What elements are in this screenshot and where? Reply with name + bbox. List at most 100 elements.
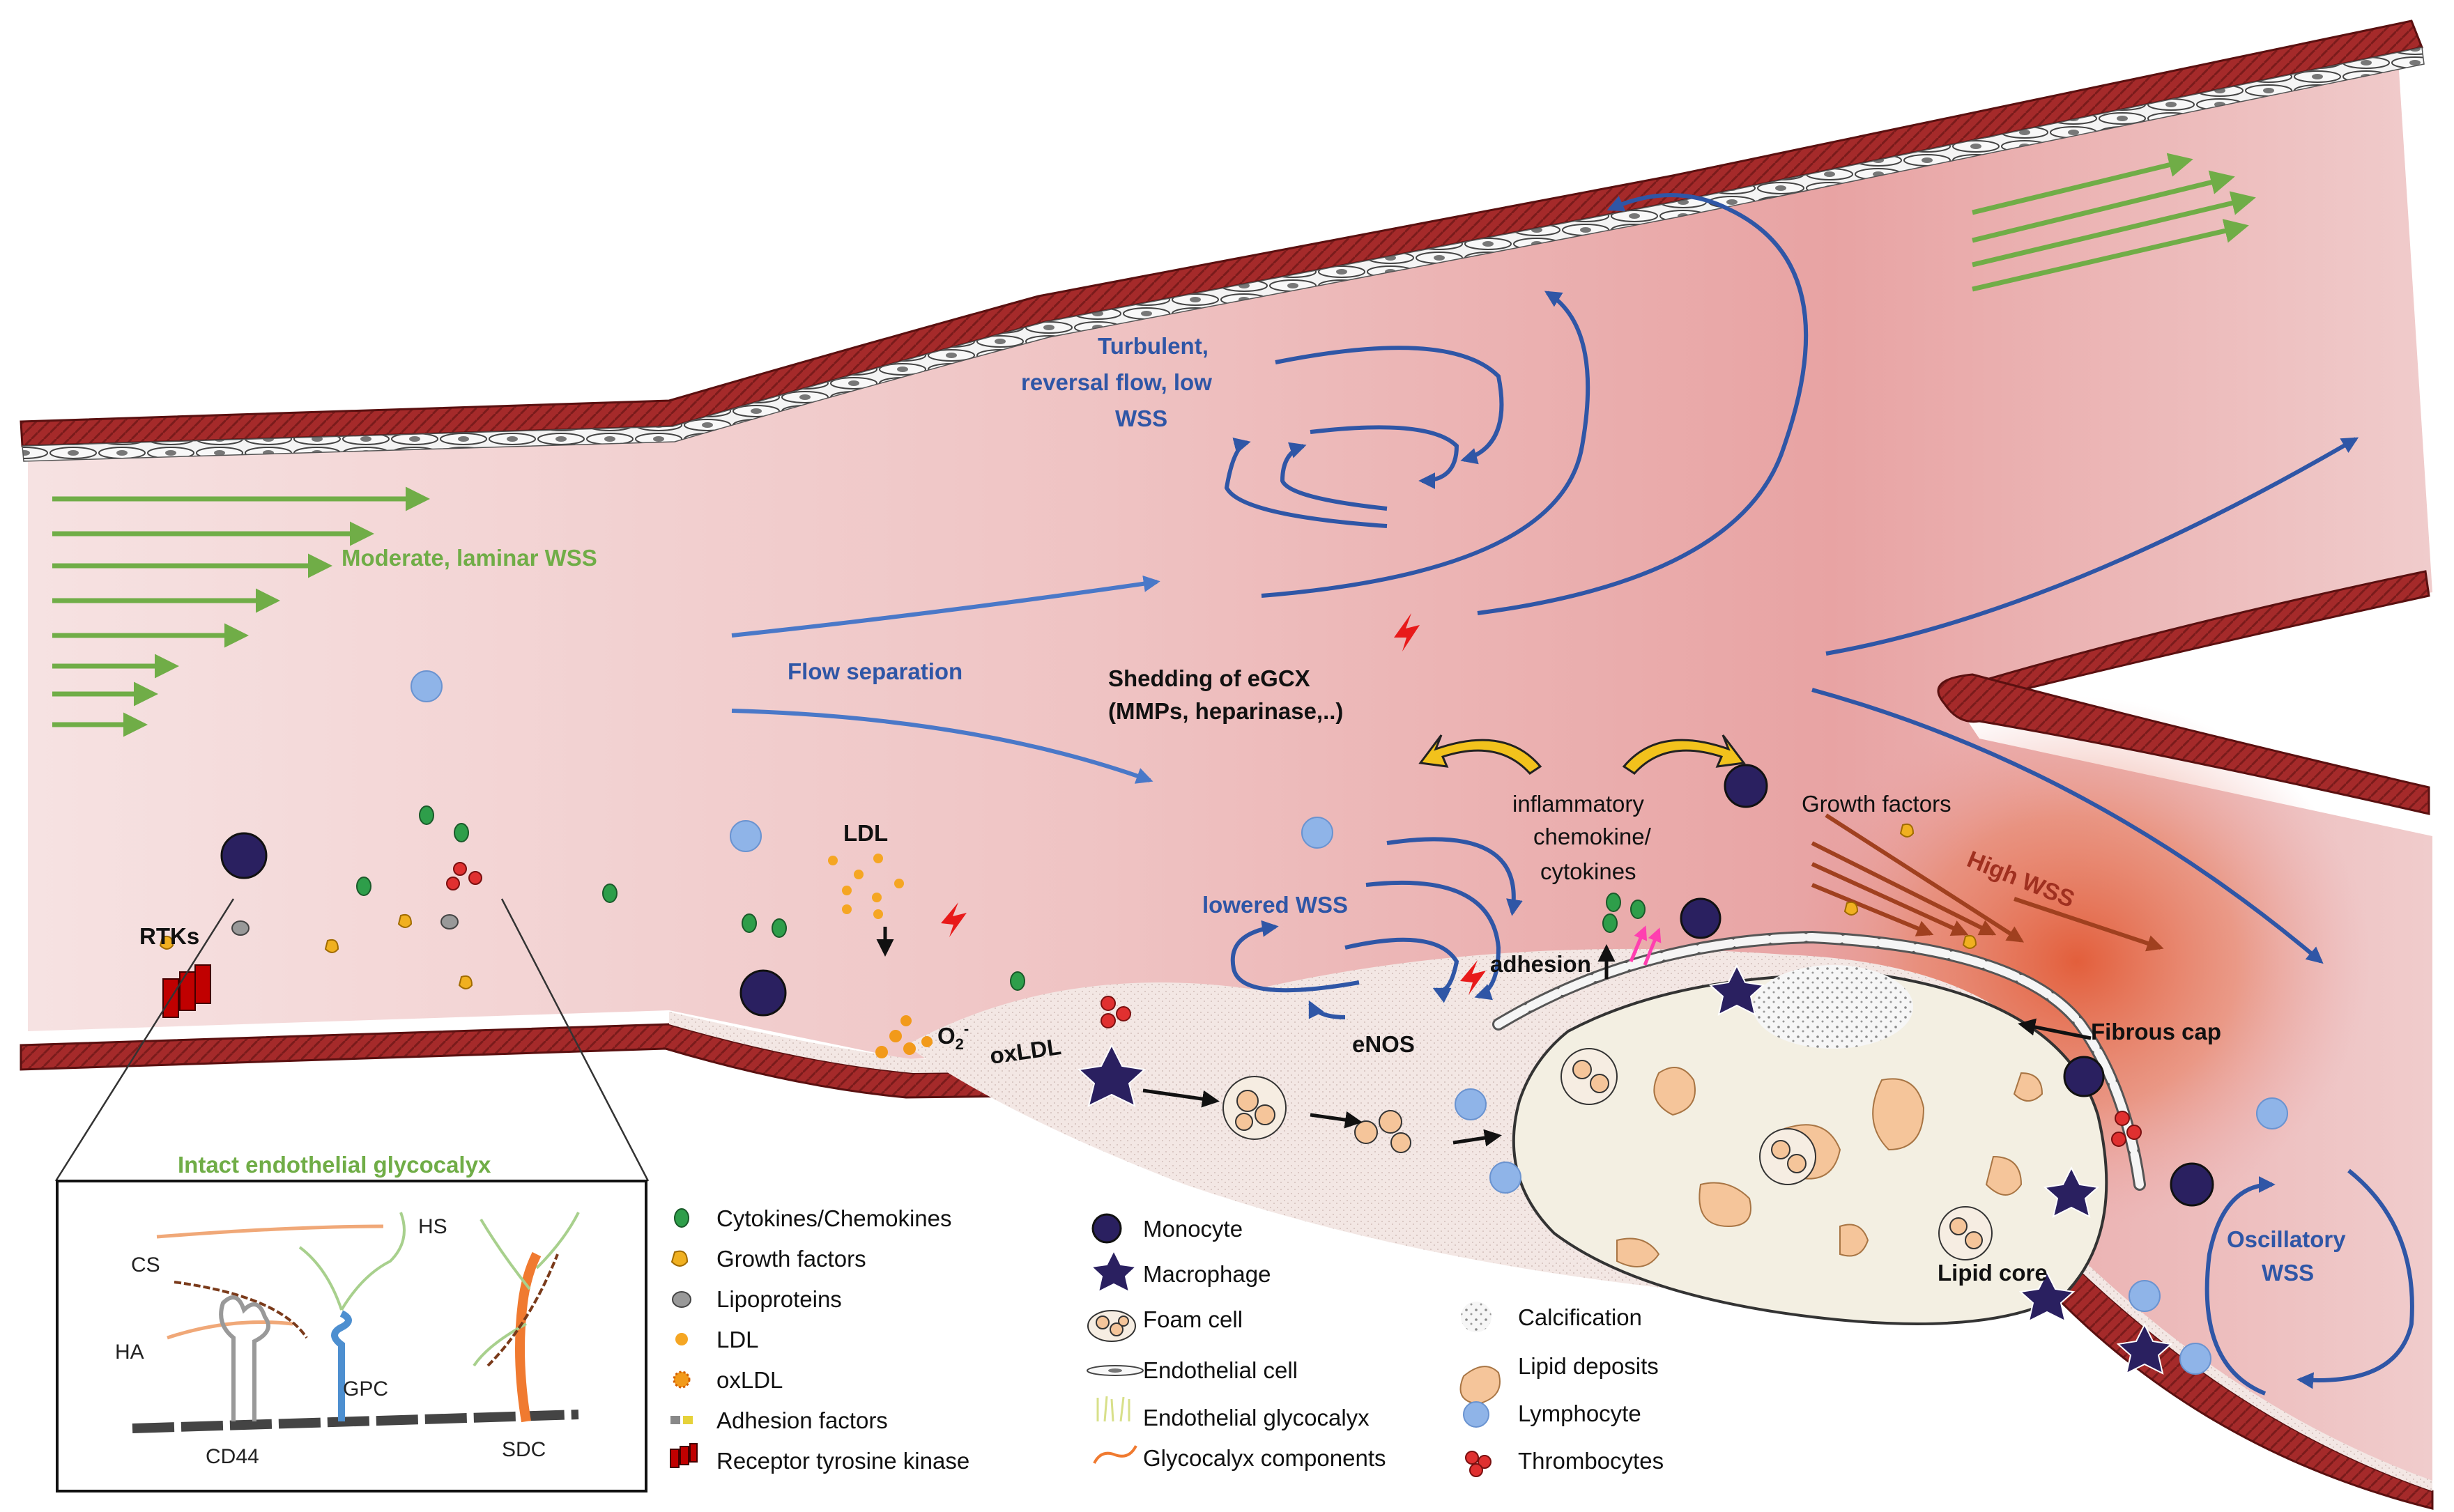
oscillatory-vortex [2204,1168,2414,1396]
intima-layer [669,1012,2432,1491]
outflow-arrows [1811,437,2359,964]
ldl-icon [675,1333,688,1345]
enos-label: eNOS [1352,1031,1415,1057]
legend-label-lipoproteins: Lipoproteins [716,1286,842,1312]
inset-sdc-icon [515,1251,542,1423]
cytokines [356,805,1646,991]
calcification-icon [1461,1302,1491,1332]
macrophages [1077,964,2173,1375]
legend-label-monocyte: Monocyte [1143,1216,1243,1242]
adhesion-label: adhesion [1490,951,1591,977]
turbulent-label-2: reversal flow, low [1021,369,1212,395]
inflammatory-label-1: inflammatory [1512,791,1644,817]
shedding-label-2: (MMPs, heparinase,..) [1108,698,1343,724]
legend-label-oxldl: oxLDL [716,1367,783,1393]
lipid-deposit-icon [1459,1366,1501,1405]
lipoprotein-icon [672,1291,691,1308]
growth-factors-label: Growth factors [1802,791,1951,817]
laminar-flow-arrows [52,486,430,737]
adhesion-factor-icon [670,1416,693,1424]
legend-label-glycocalyx-components: Glycocalyx components [1143,1445,1386,1471]
legend-label-endothelial-cell: Endothelial cell [1143,1357,1298,1383]
inset-label-cd44: CD44 [206,1445,259,1468]
lipid-core-label: Lipid core [1938,1260,2048,1286]
laminar-flow-arrows-right [1972,153,2256,292]
inset-gpc-icon [331,1310,352,1421]
oscillatory-label-2: WSS [2262,1260,2314,1286]
macrophage-icon [1089,1249,1138,1293]
legend: Cytokines/Chemokines Growth factors Lipo… [670,1205,1664,1477]
flow-arrows [731,575,1160,784]
ldl-label: LDL [843,820,888,846]
inflammatory-label-3: cytokines [1540,858,1636,884]
inset-label-cs: CS [131,1253,160,1276]
turbulent-vortex-lower [1230,837,1523,1019]
legend-label-rtk: Receptor tyrosine kinase [716,1448,969,1474]
thrombocyte-icon [1465,1451,1491,1477]
flow-separation-label: Flow separation [788,658,963,684]
monocyte-icon [1091,1213,1122,1244]
turbulent-vortex-upper [1224,193,1809,615]
legend-label-foam-cell: Foam cell [1143,1306,1243,1332]
inset-cd44-icon [219,1295,270,1421]
lymphocyte-icon [1463,1401,1489,1428]
cytokine-icon [674,1208,689,1228]
lipoproteins [231,914,459,936]
legend-label-lipid-deposits: Lipid deposits [1518,1353,1659,1379]
legend-label-calcification: Calcification [1518,1304,1642,1330]
adhesion-arrows [876,925,2092,1147]
receptor-tyrosine-kinase-icon [670,1443,698,1468]
legend-label-growth-factors: Growth factors [716,1246,866,1272]
legend-label-glycocalyx: Endothelial glycocalyx [1143,1405,1370,1430]
legend-label-ldl: LDL [716,1327,759,1352]
legend-label-lymphocyte: Lymphocyte [1518,1401,1641,1426]
branch-upper-wall [1949,570,2430,705]
glycocalyx-component-icon [1093,1445,1137,1464]
moderate-wss-label: Moderate, laminar WSS [342,545,597,571]
inset-ha-chain [167,1320,293,1340]
inset-glycocalyx: Intact endothelial glycocalyx CS HS HA G… [56,1152,647,1492]
lightning-bolts [941,613,1486,995]
fibrous-cap-label: Fibrous cap [2091,1019,2221,1044]
inflammatory-label-2: chemokine/ [1533,824,1652,849]
legend-label-thrombocytes: Thrombocytes [1518,1448,1664,1474]
legend-label-cytokines: Cytokines/Chemokines [716,1205,951,1231]
branch-lower-wall [1937,673,2430,815]
monocytes [220,764,2214,1207]
endothelial-cell-icon [1087,1365,1144,1376]
lymphocytes [411,670,2288,1375]
inset-label-sdc: SDC [502,1438,546,1461]
oscillatory-label-1: Oscillatory [2227,1226,2346,1252]
inset-title: Intact endothelial glycocalyx [178,1152,491,1178]
foam-cell-icon [1087,1310,1136,1342]
inset-label-hs: HS [418,1215,447,1238]
foam-cells [1222,1048,1993,1260]
inset-cs-chain [156,1224,384,1239]
turbulent-label-3: WSS [1115,406,1167,431]
thrombocytes [446,862,2142,1147]
inset-zoom-lines [54,898,650,1182]
lowered-wss-label: lowered WSS [1202,892,1348,918]
rtks-label: RTKs [139,923,199,949]
oxldl-icon [673,1371,691,1389]
upper-endothelium [22,47,2425,462]
vessel-lumen [28,49,2432,1484]
inset-sdc-cs [486,1253,559,1367]
oxldl-particles [875,1015,933,1058]
growth-factors [159,823,1977,989]
legend-label-macrophage: Macrophage [1143,1261,1271,1287]
legend-label-adhesion-factors: Adhesion factors [716,1407,888,1433]
glycocalyx-icon [1096,1396,1130,1422]
inset-label-gpc: GPC [343,1378,388,1401]
turbulent-label-1: Turbulent, [1098,333,1209,359]
calcification-area [1753,965,1913,1049]
o2-label: O2- [937,1020,969,1053]
inset-brown-chain [174,1281,308,1339]
inset-label-ha: HA [115,1341,144,1364]
growth-factor-icon [670,1250,689,1267]
high-wss-arrows [1811,813,2164,952]
shedding-label-1: Shedding of eGCX [1108,665,1310,691]
shedding-arrows [1418,734,1746,775]
inset-endothelial-cells [132,1410,579,1433]
